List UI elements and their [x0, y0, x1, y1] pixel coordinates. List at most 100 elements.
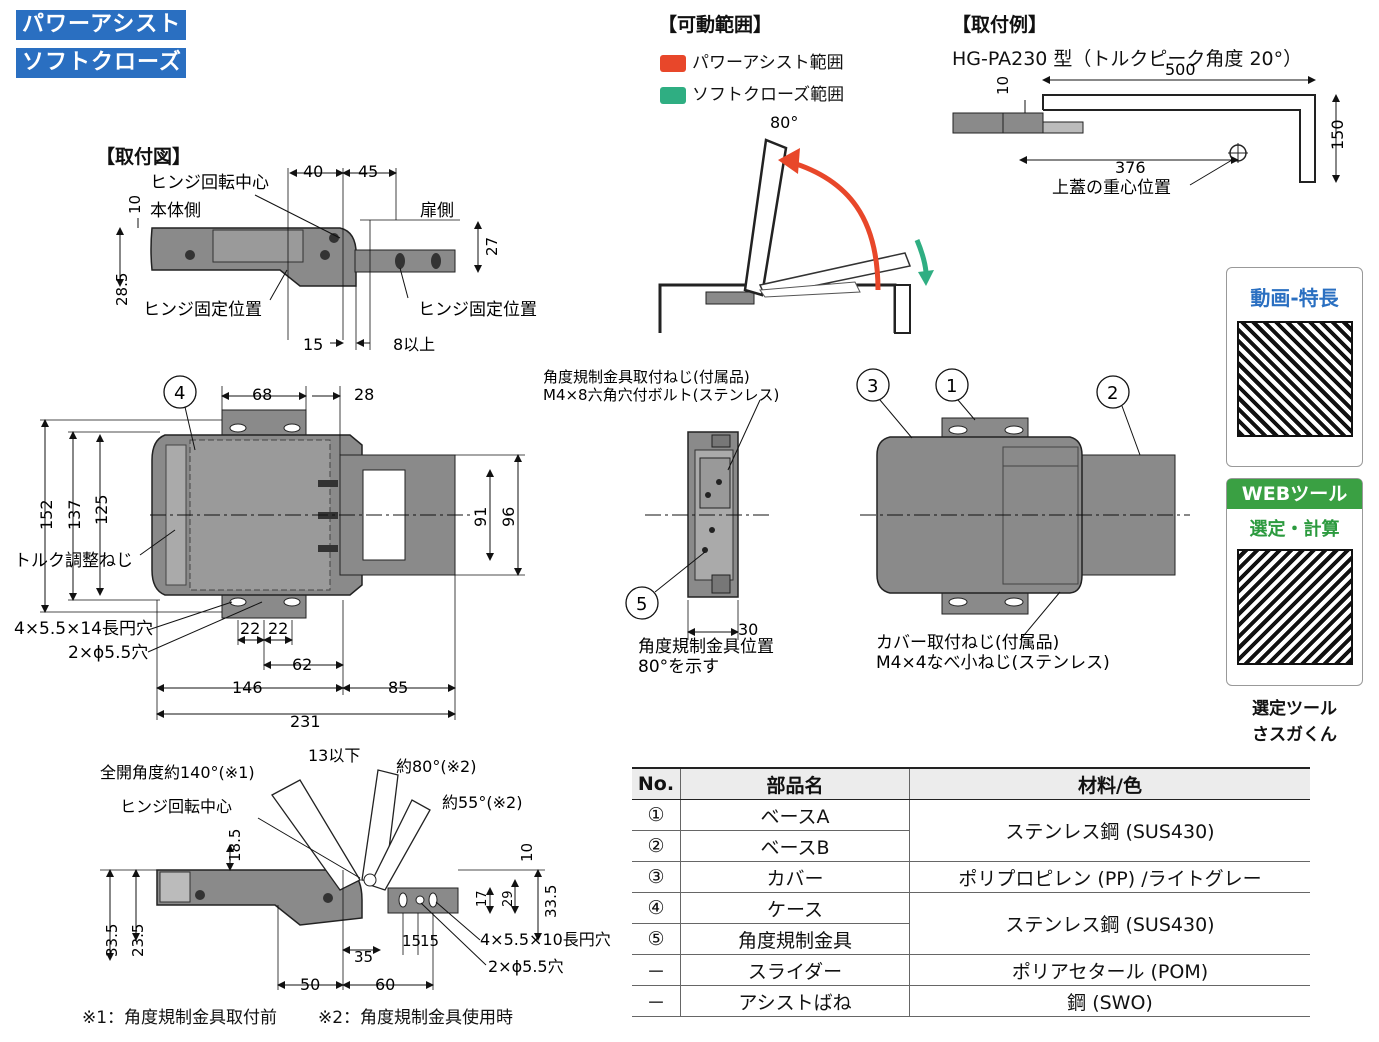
plan-d62: 62	[292, 655, 312, 674]
qr-video-title: 動画-特長	[1250, 286, 1339, 310]
side-screw1: 角度規制金具取付ねじ(付属品)	[543, 368, 750, 386]
qr-video-box[interactable]: 動画-特長	[1226, 267, 1363, 467]
cell-material: ステンレス鋼 (SUS430)	[909, 892, 1310, 955]
open-pivot: ヒンジ回転中心	[120, 797, 232, 816]
cell-no: －	[632, 985, 681, 1017]
qr-code-icon	[1236, 549, 1353, 665]
open-hole: 2×ϕ5.5穴	[488, 957, 564, 976]
qr-tool-2: さスガくん	[1252, 725, 1337, 745]
install-diagram	[116, 168, 482, 350]
inst-fix-right: ヒンジ固定位置	[418, 300, 537, 320]
legend-power-label: パワーアシスト範囲	[692, 53, 844, 73]
inst-door-side: 扉側	[420, 201, 454, 221]
qr-code-icon	[1236, 321, 1353, 437]
plan-slot: 4×5.5×14長円穴	[14, 619, 153, 639]
ex-d150: 150	[1328, 119, 1347, 150]
plan-diagram	[40, 375, 525, 720]
plan-d231: 231	[290, 712, 321, 731]
inst-body-side: 本体側	[150, 201, 201, 221]
cell-name: アシストばね	[680, 985, 910, 1017]
inst-pivot: ヒンジ回転中心	[150, 173, 269, 193]
table-row: ④ ケース ステンレス鋼 (SUS430)	[632, 892, 1310, 955]
open-d10: 10	[518, 843, 536, 862]
open-a80: 約80°(※2)	[396, 757, 476, 776]
open-a55: 約55°(※2)	[442, 793, 522, 812]
legend-power-swatch	[660, 54, 686, 72]
cell-no: ②	[632, 830, 681, 862]
cover-n2: 2	[1107, 383, 1118, 404]
open-d35: 35	[354, 948, 373, 966]
open-d17: 17	[475, 890, 490, 907]
table-row: － アシストばね 鋼 (SWO)	[632, 985, 1310, 1017]
open-d33-5: 33.5	[103, 924, 121, 957]
plan-d125: 125	[92, 494, 111, 525]
cover-n3: 3	[867, 376, 878, 397]
side-pos1: 角度規制金具位置	[638, 637, 774, 657]
table-row: ② ベースB	[632, 830, 1310, 862]
table-header-row: No. 部品名 材料/色	[632, 767, 1310, 800]
cover-screw2: M4×4なべ小ねじ(ステンレス)	[876, 653, 1110, 673]
cover-diagram	[856, 368, 1190, 641]
plan-d152: 152	[37, 499, 56, 530]
cover-screw1: カバー取付ねじ(付属品)	[876, 633, 1059, 653]
install-title: 【取付図】	[96, 146, 192, 168]
table-row: ⑤ 角度規制金具	[632, 923, 1310, 955]
open-d15b: 15	[420, 932, 439, 950]
inst-d15: 15	[303, 335, 323, 354]
example-diagram	[952, 76, 1340, 186]
open-d60: 60	[375, 975, 395, 994]
cell-no: ①	[632, 799, 681, 831]
range-title: 【可動範囲】	[658, 14, 773, 36]
example-title: 【取付例】	[952, 14, 1048, 36]
ex-d10: 10	[994, 76, 1012, 95]
open-d29: 29	[501, 890, 516, 907]
cell-name: ベースA	[680, 799, 910, 831]
open-d33-5r: 33.5	[542, 885, 560, 918]
open-diagram	[100, 769, 545, 990]
legend-soft-swatch	[660, 86, 686, 104]
open-d50: 50	[300, 975, 320, 994]
legend-soft-label: ソフトクローズ範囲	[692, 85, 845, 105]
col-material: 材料/色	[909, 767, 1310, 800]
cell-material: ポリプロピレン (PP) /ライトグレー	[909, 861, 1310, 893]
side-screw2: M4×8六角穴付ボルト(ステンレス)	[543, 386, 779, 404]
open-d18-5: 18.5	[226, 829, 244, 862]
side-n5: 5	[636, 594, 647, 615]
ex-d500: 500	[1165, 60, 1196, 79]
cell-name: 角度規制金具	[680, 923, 910, 955]
open-d15a: 15	[402, 932, 421, 950]
plan-d96: 96	[499, 507, 518, 527]
inst-d45: 45	[358, 162, 378, 181]
cell-material: ポリアセタール (POM)	[909, 954, 1310, 986]
plan-hole: 2×ϕ5.5穴	[68, 643, 148, 663]
side-d30: 30	[738, 620, 758, 639]
cell-no: －	[632, 954, 681, 986]
badge-power-assist: パワーアシスト	[16, 10, 186, 40]
cell-no: ⑤	[632, 923, 681, 955]
col-name: 部品名	[680, 767, 910, 800]
plan-torque: トルク調整ねじ	[14, 551, 133, 571]
badge-soft-close: ソフトクローズ	[16, 48, 186, 78]
inst-d10: 10	[126, 195, 144, 214]
ex-cg-label: 上蓋の重心位置	[1052, 178, 1171, 198]
note-2: ※2：角度規制金具使用時	[318, 1008, 514, 1028]
qr-web-box[interactable]: WEBツール 選定・計算	[1226, 478, 1363, 686]
open-d23-5: 23.5	[129, 924, 147, 957]
range-angle: 80°	[770, 113, 798, 132]
plan-d28: 28	[354, 385, 374, 404]
plan-d85: 85	[388, 678, 408, 697]
side-diagram	[625, 399, 770, 640]
inst-d28-5: 28.5	[113, 273, 131, 306]
table-row: ① ベースA ステンレス鋼 (SUS430)	[632, 799, 1310, 862]
inst-d27: 27	[483, 237, 501, 256]
side-pos2: 80°を示す	[638, 657, 719, 677]
cell-name: カバー	[680, 861, 910, 893]
plan-d22a: 22	[240, 619, 260, 638]
col-no: No.	[632, 767, 681, 800]
cell-name: ベースB	[680, 830, 910, 862]
legend-soft: ソフトクローズ範囲	[660, 80, 844, 105]
example-model: HG-PA230 型（トルクピーク角度 20°）	[952, 48, 1303, 70]
plan-d68: 68	[252, 385, 272, 404]
plan-d91: 91	[471, 507, 490, 527]
